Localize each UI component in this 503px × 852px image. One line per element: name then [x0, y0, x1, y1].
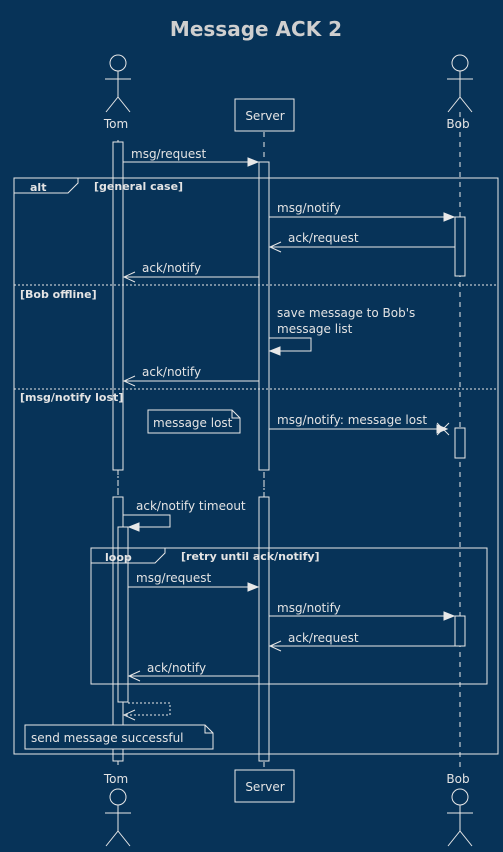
note-success-text: send message successful [31, 731, 184, 745]
bob-label-bottom: Bob [446, 772, 469, 786]
msg-request-label: msg/request [131, 147, 207, 161]
ack-request-label-2: ack/request [288, 631, 359, 645]
loop-guard: [retry until ack/notify] [181, 550, 320, 563]
alt-keyword: alt [30, 181, 46, 194]
server-box-top [234, 98, 295, 132]
ack-notify-label-1: ack/notify [142, 261, 201, 275]
note-message-lost [147, 409, 241, 434]
ack-notify-label-2: ack/notify [142, 365, 201, 379]
server-label-bottom: Server [245, 780, 284, 794]
alt-guard-general: [general case] [94, 180, 183, 193]
alt-fragment [13, 177, 499, 755]
msg-notify-lost-label: msg/notify: message lost [277, 413, 427, 427]
alt-guard-lost: [msg/notify lost] [20, 391, 123, 404]
return-arrow [125, 702, 171, 716]
bob-actor-top [447, 54, 473, 113]
lifeline-gap [117, 472, 265, 494]
note-message-lost-text: message lost [153, 416, 233, 430]
msg-notify-label-2: msg/notify [277, 601, 341, 615]
bob-label-top: Bob [446, 117, 469, 131]
tom-actor-top [105, 54, 131, 113]
save-message-arrow [269, 337, 312, 352]
ack-request-label-1: ack/request [288, 231, 359, 245]
loop-fragment [90, 547, 488, 685]
tom-activation-3 [117, 526, 129, 703]
tom-label-top: Tom [103, 117, 128, 131]
loop-keyword: loop [105, 551, 132, 564]
note-success [24, 724, 214, 750]
server-activation-2 [258, 496, 270, 762]
loop-tab [91, 548, 166, 564]
server-label-top: Server [245, 109, 284, 123]
timeout-label: ack/notify timeout [136, 499, 246, 513]
ack-notify-label-3: ack/notify [147, 661, 206, 675]
alt-guard-offline: [Bob offline] [20, 288, 97, 301]
msg-notify-label-1: msg/notify [277, 201, 341, 215]
alt-tab [14, 178, 79, 194]
timeout-arrow [123, 514, 171, 528]
bob-activation-2 [454, 427, 466, 459]
tom-activation-1 [112, 141, 124, 471]
bob-activation-3 [454, 615, 466, 647]
tom-label-bottom: Tom [103, 772, 128, 786]
bob-activation-1 [454, 216, 466, 277]
server-box-bottom [234, 769, 295, 803]
save-message-label-2: message list [277, 322, 353, 336]
save-message-label-1: save message to Bob's [277, 306, 415, 320]
diagram-title: Message ACK 2 [170, 17, 342, 41]
msg-request-label-2: msg/request [136, 571, 212, 585]
bob-actor-bottom [447, 788, 473, 847]
tom-actor-bottom [105, 788, 131, 847]
server-activation-1 [258, 161, 270, 471]
